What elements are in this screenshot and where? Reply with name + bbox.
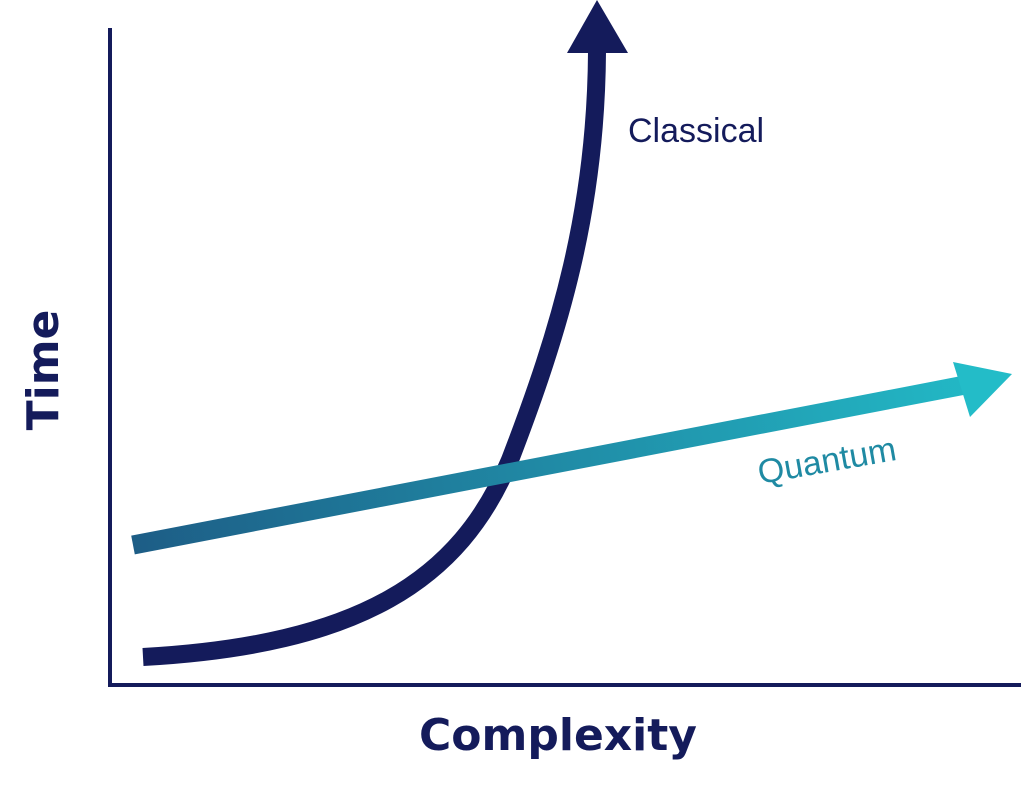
y-axis-title: Time bbox=[18, 310, 69, 431]
quantum-line bbox=[131, 375, 967, 555]
classical-label: Classical bbox=[628, 112, 764, 150]
quantum-arrowhead bbox=[953, 362, 1012, 417]
quantum-label: Quantum bbox=[755, 430, 899, 492]
x-axis-title: Complexity bbox=[419, 710, 697, 761]
classical-curve bbox=[142, 51, 606, 666]
classical-arrowhead bbox=[567, 0, 628, 53]
